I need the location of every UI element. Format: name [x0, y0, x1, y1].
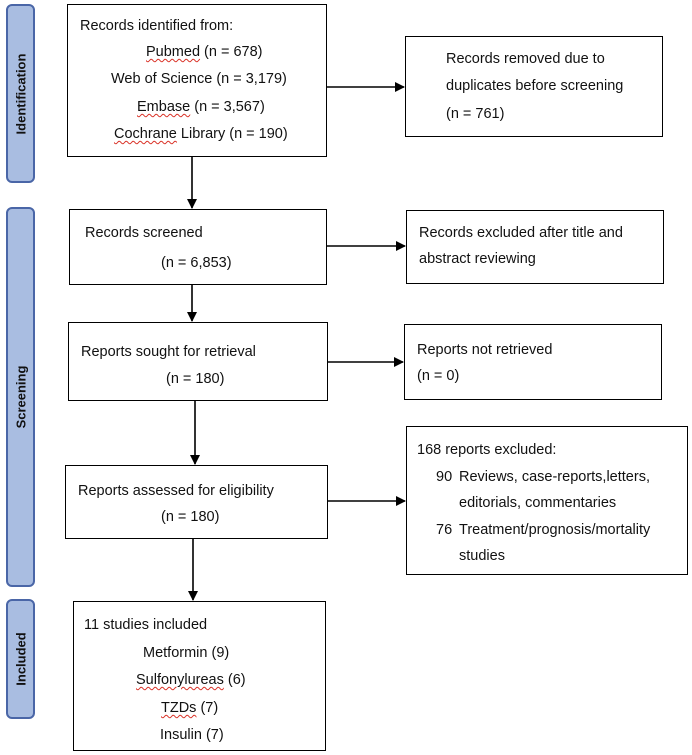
- excluded-item-2-n: 76: [436, 522, 453, 538]
- records-screened-box: Records screened (n = 6,853): [69, 209, 327, 285]
- drug-tzds-name: TZDs: [161, 700, 197, 716]
- excluded-item-1-n: 90: [436, 469, 453, 485]
- excluded-item-1-line1: Reviews, case-reports,letters,: [459, 469, 650, 485]
- drug-sulfonylureas: Sulfonylureas (6): [136, 672, 246, 689]
- reports-excluded-title: 168 reports excluded:: [417, 442, 557, 458]
- phase-screening: Screening: [6, 207, 35, 587]
- records-excluded-line1: Records excluded after title and: [419, 225, 623, 241]
- records-excluded-line2: abstract reviewing: [419, 251, 536, 267]
- drug-tzds: TZDs (7): [161, 700, 218, 717]
- source-cochrane-count: Library (n = 190): [180, 126, 288, 142]
- phase-included: Included: [6, 599, 35, 719]
- reports-assessed-box: Reports assessed for eligibility (n = 18…: [65, 465, 328, 539]
- drug-tzds-count: (7): [200, 700, 219, 716]
- records-screened-count: (n = 6,853): [161, 255, 232, 271]
- reports-not-retrieved-box: Reports not retrieved (n = 0): [404, 324, 662, 400]
- drug-sulfonylureas-count: (6): [227, 672, 246, 688]
- studies-included-box: 11 studies included Metformin (9) Sulfon…: [73, 601, 326, 751]
- studies-included-title: 11 studies included: [84, 617, 208, 633]
- reports-sought-count: (n = 180): [166, 371, 225, 387]
- source-embase-name: Embase: [137, 99, 191, 115]
- phase-identification: Identification: [6, 4, 35, 183]
- reports-not-retrieved-title: Reports not retrieved: [417, 342, 553, 358]
- drug-metformin: Metformin (9): [143, 645, 229, 662]
- drug-metformin-name: Metformin: [143, 645, 208, 661]
- records-identified-box: Records identified from: Pubmed (n = 678…: [67, 4, 327, 157]
- source-embase: Embase (n = 3,567): [137, 99, 265, 116]
- records-removed-count: (n = 761): [446, 106, 505, 122]
- drug-insulin-name: Insulin: [160, 727, 202, 743]
- source-cochrane: Cochrane Library (n = 190): [114, 126, 288, 143]
- source-wos-name: Web of Science: [111, 71, 213, 87]
- records-removed-line2: duplicates before screening: [446, 78, 624, 94]
- excluded-item-2-line2: studies: [459, 548, 505, 564]
- records-screened-title: Records screened: [85, 225, 203, 241]
- reports-sought-title: Reports sought for retrieval: [81, 344, 256, 360]
- source-pubmed: Pubmed (n = 678): [146, 44, 263, 61]
- source-embase-count: (n = 3,567): [194, 99, 265, 115]
- drug-metformin-count: (9): [211, 645, 230, 661]
- records-identified-title: Records identified from:: [80, 18, 234, 34]
- excluded-item-1-line2: editorials, commentaries: [459, 495, 617, 511]
- drug-sulfonylureas-name: Sulfonylureas: [136, 672, 224, 688]
- records-removed-line1: Records removed due to: [446, 51, 605, 67]
- drug-insulin-count: (7): [205, 727, 224, 743]
- reports-not-retrieved-count: (n = 0): [417, 368, 460, 384]
- records-excluded-box: Records excluded after title and abstrac…: [406, 210, 664, 284]
- source-pubmed-count: (n = 678): [204, 44, 263, 60]
- records-removed-box: Records removed due to duplicates before…: [405, 36, 663, 137]
- source-cochrane-name: Cochrane: [114, 126, 177, 142]
- source-wos-count: (n = 3,179): [216, 71, 287, 87]
- reports-assessed-title: Reports assessed for eligibility: [78, 483, 274, 499]
- reports-sought-box: Reports sought for retrieval (n = 180): [68, 322, 328, 401]
- source-pubmed-name: Pubmed: [146, 44, 201, 60]
- drug-insulin: Insulin (7): [160, 727, 224, 744]
- source-web-of-science: Web of Science (n = 3,179): [111, 71, 287, 88]
- reports-excluded-box: 168 reports excluded: 90 Reviews, case-r…: [406, 426, 688, 575]
- reports-assessed-count: (n = 180): [161, 509, 220, 525]
- excluded-item-2-line1: Treatment/prognosis/mortality: [459, 522, 651, 538]
